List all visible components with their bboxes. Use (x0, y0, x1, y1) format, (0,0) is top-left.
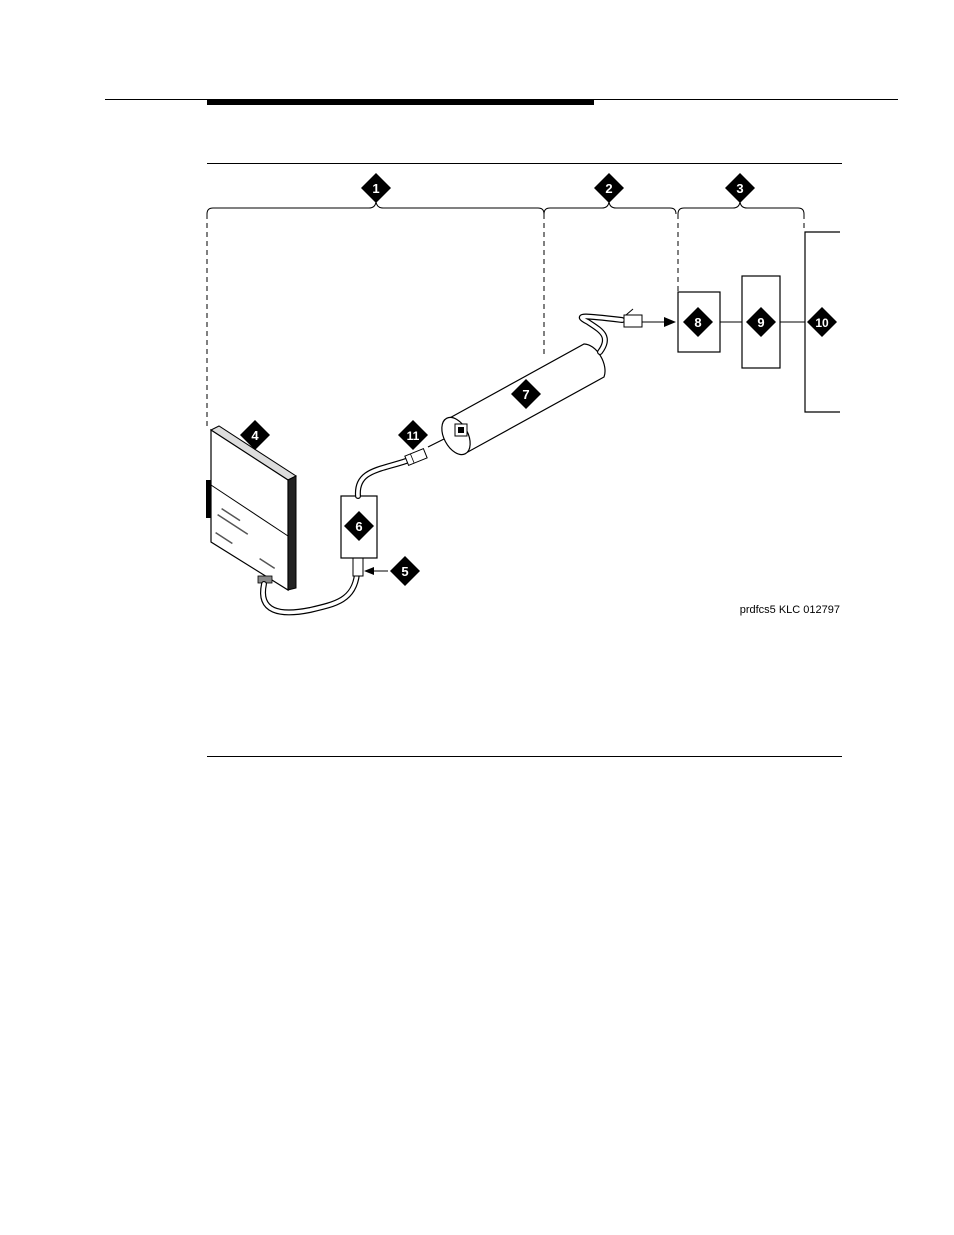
adapter-plug (353, 558, 363, 576)
inline-connector (624, 315, 642, 327)
callout-7-label: 7 (522, 387, 529, 402)
callout-5-label: 5 (401, 564, 408, 579)
callout-11-diamond: 11 (398, 420, 428, 450)
callout-3-diamond: 3 (725, 173, 755, 203)
arrow-connector-to-box (664, 317, 676, 327)
callout-4-label: 4 (251, 428, 259, 443)
callout-9-label: 9 (757, 315, 764, 330)
callout-3-label: 3 (736, 181, 743, 196)
callout-10-label: 10 (815, 316, 829, 330)
callout-1-diamond: 1 (361, 173, 391, 203)
callout-2-diamond: 2 (594, 173, 624, 203)
bracket-braces (207, 202, 804, 214)
callout-2-label: 2 (605, 181, 612, 196)
cable-adapter-to-plug (358, 461, 406, 496)
module-card (206, 426, 296, 590)
callout-5-diamond: 5 (390, 556, 420, 586)
arrow-callout-5 (364, 567, 374, 575)
figure-caption: prdfcs5 KLC 012797 (700, 604, 840, 616)
callout-8-label: 8 (694, 315, 701, 330)
callout-11-label: 11 (407, 429, 420, 443)
modular-plug (405, 449, 427, 466)
callout-1-label: 1 (372, 181, 379, 196)
callout-6-label: 6 (355, 519, 362, 534)
